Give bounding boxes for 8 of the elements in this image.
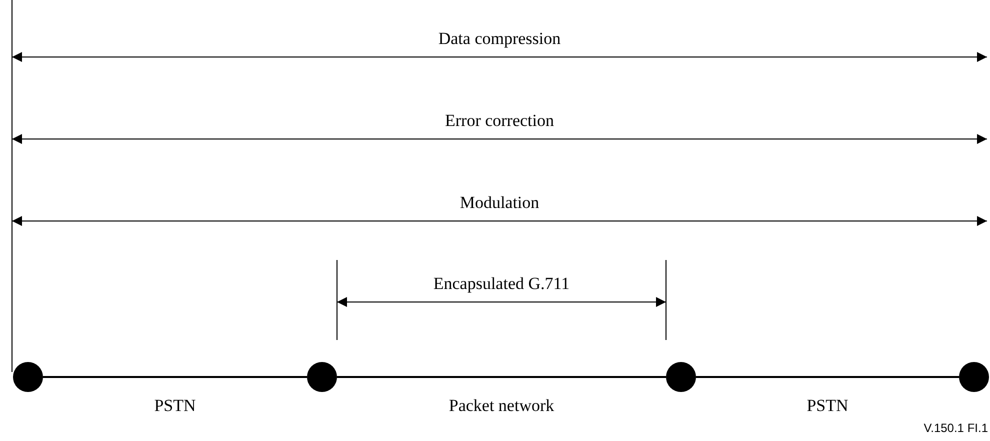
figure-id: V.150.1 FI.1: [924, 420, 988, 437]
span-label: Modulation: [460, 193, 540, 213]
span-label: Error correction: [444, 111, 554, 131]
connector-line: [696, 376, 959, 378]
span-label: Data compression: [438, 29, 561, 49]
connector-line: [43, 376, 307, 378]
span-label: Encapsulated G.711: [433, 274, 570, 294]
connector-line: [337, 376, 666, 378]
